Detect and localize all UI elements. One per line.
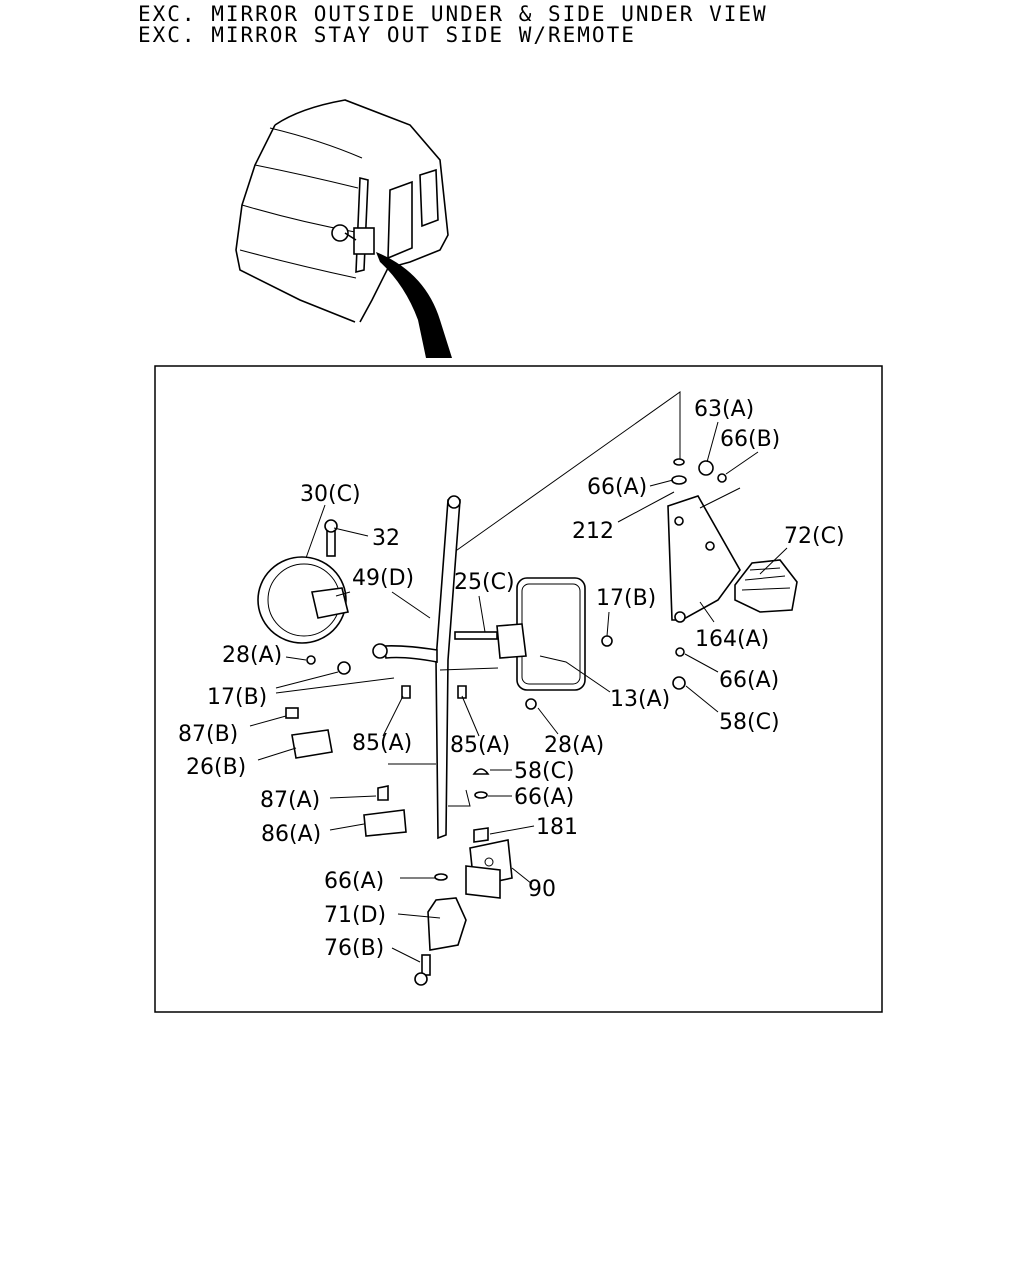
zoom-callout-pointer xyxy=(376,252,452,358)
label-28A-right: 28(A) xyxy=(544,733,604,758)
label-66A-bottom: 66(A) xyxy=(324,869,384,894)
label-87B: 87(B) xyxy=(178,722,238,747)
label-17B-right: 17(B) xyxy=(596,586,656,611)
label-66B: 66(B) xyxy=(720,427,780,452)
label-66A-top: 66(A) xyxy=(587,475,647,500)
label-76B: 76(B) xyxy=(324,936,384,961)
label-49D: 49(D) xyxy=(352,566,414,591)
label-28A-left: 28(A) xyxy=(222,643,282,668)
label-181: 181 xyxy=(536,815,578,840)
label-30C: 30(C) xyxy=(300,482,361,507)
label-72C: 72(C) xyxy=(784,524,845,549)
label-17B-left: 17(B) xyxy=(207,685,267,710)
stay-bracket xyxy=(465,827,513,899)
label-58C-right: 58(C) xyxy=(719,710,780,735)
side-mirror xyxy=(454,577,613,710)
remote-control-unit xyxy=(734,559,798,613)
label-85A-left: 85(A) xyxy=(352,731,412,756)
header-line-1: EXC. MIRROR OUTSIDE UNDER & SIDE UNDER V… xyxy=(138,2,768,26)
detail-frame xyxy=(154,365,883,1013)
truck-cab-illustration xyxy=(235,99,452,358)
label-58C-mid: 58(C) xyxy=(514,759,575,784)
label-164A: 164(A) xyxy=(695,627,769,652)
small-parts xyxy=(285,647,686,986)
label-212: 212 xyxy=(572,519,614,544)
label-86A: 86(A) xyxy=(261,822,321,847)
label-90: 90 xyxy=(528,877,556,902)
label-71D: 71(D) xyxy=(324,903,386,928)
label-85A-right: 85(A) xyxy=(450,733,510,758)
header-line-2: EXC. MIRROR STAY OUT SIDE W/REMOTE xyxy=(138,23,636,47)
label-66A-mid: 66(A) xyxy=(514,785,574,810)
diagram-header: EXC. MIRROR OUTSIDE UNDER & SIDE UNDER V… xyxy=(138,4,768,46)
label-26B: 26(B) xyxy=(186,755,246,780)
label-13A: 13(A) xyxy=(610,687,670,712)
part-labels: 63(A) 66(B) 66(A) 212 72(C) 164(A) 66(A)… xyxy=(178,397,845,961)
leader-lines xyxy=(249,421,788,963)
under-mirror xyxy=(257,519,351,675)
mirror-stay xyxy=(372,495,461,840)
label-63A: 63(A) xyxy=(694,397,754,422)
label-32: 32 xyxy=(372,526,400,551)
label-66A-right: 66(A) xyxy=(719,668,779,693)
label-25C: 25(C) xyxy=(454,570,515,595)
mirror-bracket xyxy=(667,458,741,623)
label-87A: 87(A) xyxy=(260,788,320,813)
